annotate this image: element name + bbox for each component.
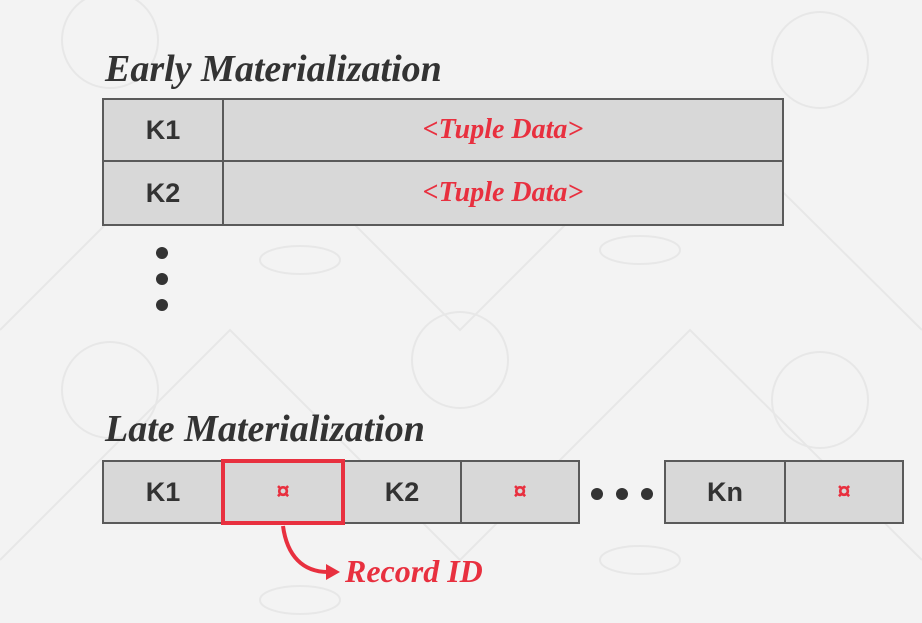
ellipsis-dot [156,273,168,285]
early-row-2-data-cell: <Tuple Data> [222,160,784,226]
early-row-1-data-cell: <Tuple Data> [222,98,784,162]
late-k1-cell: K1 [102,460,224,524]
ellipsis-dot [156,247,168,259]
record-id-icon: ¤ [513,478,527,505]
ellipsis-dot [591,488,603,500]
late-rid-2-cell: ¤ [460,460,580,524]
early-row-2-key: K2 [145,177,181,208]
late-rid-3-cell: ¤ [784,460,904,524]
late-key-kn: Kn [707,476,743,507]
late-kn-cell: Kn [664,460,786,524]
early-row-2-tuple-data: <Tuple Data> [422,177,584,208]
record-id-label: Record ID [345,553,483,589]
late-key-k1: K1 [145,476,181,507]
early-materialization-title: Early Materialization [105,48,442,90]
record-id-icon: ¤ [837,478,851,505]
early-row-1-tuple-data: <Tuple Data> [422,114,584,145]
late-materialization-title: Late Materialization [105,408,425,450]
record-id-icon: ¤ [276,478,290,505]
late-k2-cell: K2 [342,460,462,524]
early-row-1-key: K1 [145,114,181,145]
late-key-k2: K2 [384,476,420,507]
record-id-highlight [221,459,345,525]
ellipsis-dot [641,488,653,500]
ellipsis-dot [616,488,628,500]
early-row-2-key-cell: K2 [102,160,224,226]
ellipsis-dot [156,299,168,311]
